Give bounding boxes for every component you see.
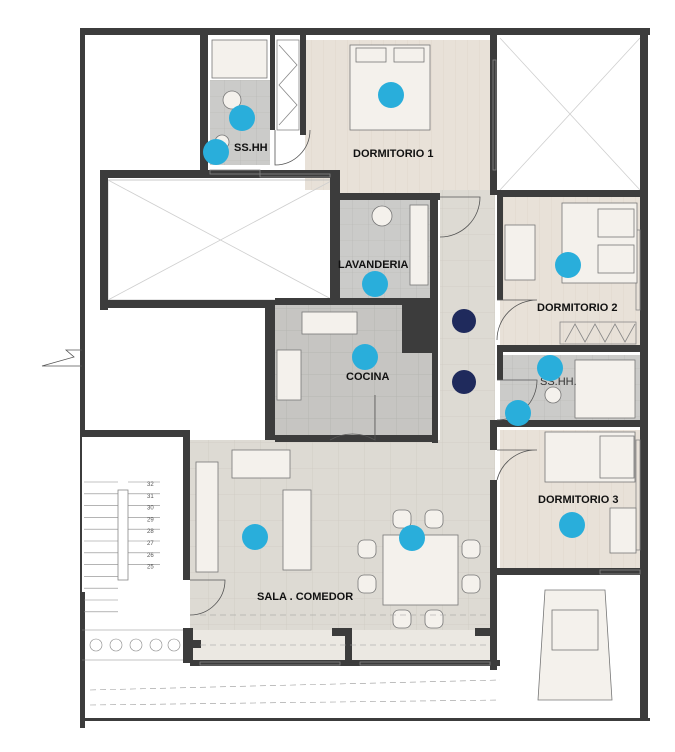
- room-label-dormitorio3: DORMITORIO 3: [538, 494, 618, 506]
- dashed-lines: [89, 614, 501, 706]
- stair-step-number: 26: [147, 553, 154, 559]
- hall-hotspot-upper[interactable]: [452, 309, 476, 333]
- room-label-dormitorio2: DORMITORIO 2: [537, 302, 617, 314]
- room-hotspot-sshh1-b[interactable]: [203, 139, 229, 165]
- hall-hotspot-lower[interactable]: [452, 370, 476, 394]
- stair-step-number: 29: [147, 517, 154, 523]
- room-hotspot-sala[interactable]: [242, 524, 268, 550]
- stair-step-number: 32: [147, 482, 154, 488]
- room-label-sala-comedor: SALA . COMEDOR: [257, 591, 353, 603]
- room-hotspot-sshh1-a[interactable]: [229, 105, 255, 131]
- room-hotspot-dormitorio1[interactable]: [378, 82, 404, 108]
- room-hotspot-lavanderia[interactable]: [362, 271, 388, 297]
- dormitorio1-floor-lower: [340, 170, 440, 195]
- room-label-lavanderia: LAVANDERIA: [338, 259, 409, 271]
- room-label-dormitorio1: DORMITORIO 1: [353, 148, 433, 160]
- stair-step-number: 31: [147, 494, 154, 500]
- room-label-sshh1: SS.HH: [234, 142, 268, 154]
- room-hotspot-cocina[interactable]: [352, 344, 378, 370]
- planters: [82, 629, 183, 661]
- break-line: [41, 349, 82, 367]
- furniture: [195, 39, 638, 701]
- room-hotspot-sshh2-a[interactable]: [537, 355, 563, 381]
- room-hotspot-dormitorio2[interactable]: [555, 252, 581, 278]
- stair-step-number: 27: [147, 541, 154, 547]
- closets: [276, 39, 637, 345]
- room-hotspot-sshh2-b[interactable]: [505, 400, 531, 426]
- room-hotspot-comedor[interactable]: [399, 525, 425, 551]
- light-well-right: [499, 37, 641, 191]
- stair-step-number: 30: [147, 506, 154, 512]
- stairs: 32 31 30 29 28 27 26 25: [82, 437, 183, 613]
- stair-step-number: 25: [147, 565, 154, 571]
- stair-step-number: 28: [147, 529, 154, 535]
- light-well-left: [107, 179, 334, 301]
- hotspots: [203, 82, 585, 551]
- room-label-cocina: COCINA: [346, 371, 389, 383]
- room-hotspot-dormitorio3[interactable]: [559, 512, 585, 538]
